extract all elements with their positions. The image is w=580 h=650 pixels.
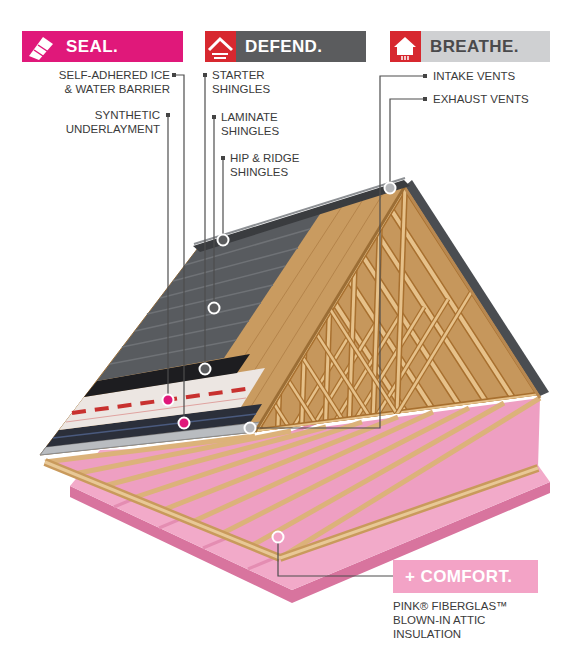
leader-line bbox=[167, 115, 168, 400]
callout-dot bbox=[245, 423, 256, 434]
badge-text: + COMFORT. bbox=[405, 567, 512, 587]
laminate-shingles bbox=[97, 211, 322, 381]
part-label: SELF-ADHERED ICE & WATER BARRIER bbox=[48, 68, 170, 96]
part-label: PINK® FIBERGLAS™ BLOWN-IN ATTIC INSULATI… bbox=[393, 599, 528, 641]
label-marker bbox=[221, 156, 225, 160]
badge-text: BREATHE. bbox=[430, 37, 519, 57]
part-label: INTAKE VENTS bbox=[433, 69, 568, 83]
hip-ridge-shingles bbox=[193, 180, 410, 252]
defend-icon-line bbox=[212, 53, 228, 55]
badge-text: SEAL. bbox=[66, 37, 118, 57]
far-sheathing-edge bbox=[405, 188, 540, 398]
rim-board-face bbox=[45, 462, 280, 558]
label-marker bbox=[212, 115, 216, 119]
shingle-course bbox=[160, 266, 285, 298]
breathe-icon bbox=[394, 37, 416, 55]
callout-dot bbox=[385, 183, 396, 194]
label-marker bbox=[423, 74, 427, 78]
breathe-icon-vent bbox=[401, 56, 403, 60]
part-label: SYNTHETIC UNDERLAYMENT bbox=[60, 108, 160, 136]
defend-icon-box bbox=[205, 31, 236, 62]
rim-board-face bbox=[280, 468, 538, 558]
leader-line bbox=[390, 99, 425, 188]
leader-line bbox=[176, 75, 184, 423]
part-label: EXHAUST VENTS bbox=[433, 92, 568, 106]
breathe-icon-vent bbox=[404, 56, 406, 60]
part-label: HIP & RIDGE SHINGLES bbox=[230, 151, 318, 179]
callout-dot bbox=[200, 364, 211, 375]
shingle-course bbox=[173, 248, 298, 281]
shingle-course bbox=[147, 285, 273, 314]
callout-dot bbox=[273, 532, 284, 543]
defend-icon bbox=[209, 39, 232, 50]
leader-line bbox=[278, 537, 393, 576]
label-marker bbox=[172, 73, 176, 77]
seal-icon-line bbox=[38, 45, 50, 53]
rim-board bbox=[280, 468, 538, 558]
callout-dot bbox=[163, 395, 174, 406]
defend-icon-line bbox=[214, 57, 226, 59]
label-marker bbox=[166, 113, 170, 117]
callout-dot bbox=[179, 418, 190, 429]
part-label: LAMINATE SHINGLES bbox=[221, 110, 296, 138]
breathe-icon-vent bbox=[407, 56, 409, 60]
label-marker bbox=[203, 73, 207, 77]
comfort-band: + COMFORT. bbox=[393, 560, 538, 593]
underlayment-seam bbox=[66, 398, 246, 422]
shingle-course bbox=[135, 303, 261, 331]
part-label: STARTER SHINGLES bbox=[212, 68, 287, 96]
label-marker bbox=[423, 97, 427, 101]
shingle-course bbox=[122, 321, 249, 347]
callout-dot bbox=[218, 235, 229, 246]
rim-board bbox=[45, 462, 280, 558]
breathe-icon-box bbox=[390, 31, 421, 62]
badge-text: DEFEND. bbox=[245, 37, 322, 57]
far-roof-edge bbox=[405, 180, 549, 396]
leader-line bbox=[222, 158, 223, 240]
callout-dot bbox=[209, 303, 220, 314]
leader-line bbox=[204, 75, 205, 369]
shingle-course bbox=[110, 340, 236, 364]
seal-icon-line bbox=[34, 50, 46, 58]
leader-line bbox=[213, 117, 214, 308]
